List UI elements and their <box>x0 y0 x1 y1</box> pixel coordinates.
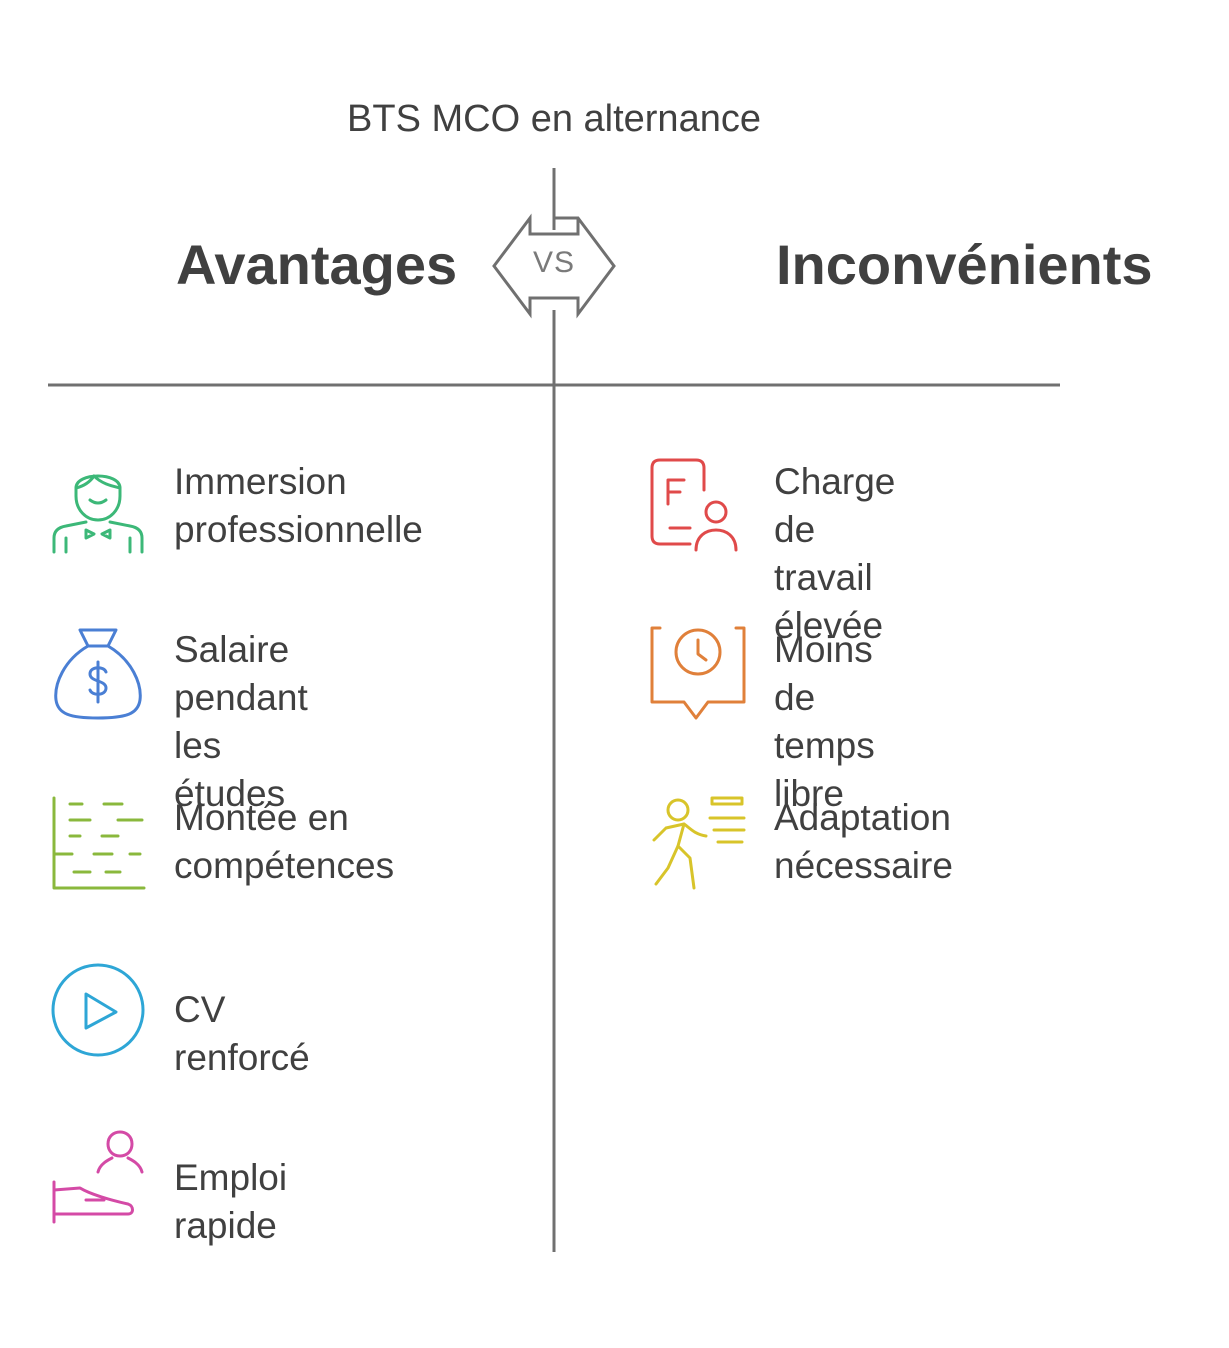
play-button-icon <box>51 963 145 1057</box>
advantage-label: CV renforcé <box>174 989 310 1078</box>
failing-grade-person-icon <box>650 458 738 552</box>
disadvantage-label: Adaptation nécessaire <box>774 797 953 886</box>
waiter-person-icon <box>52 474 144 554</box>
money-bag-icon <box>54 628 142 720</box>
clock-frame-icon <box>650 626 746 720</box>
advantage-label: Emploi rapide <box>174 1157 288 1246</box>
advantage-label: Salaire pendant les études <box>174 629 308 814</box>
vs-label: VS <box>532 246 576 279</box>
diagram-title: BTS MCO en alternance <box>347 98 761 140</box>
growth-steps-icon <box>52 796 146 890</box>
disadvantages-heading: Inconvénients <box>776 233 1153 296</box>
running-person-icon <box>652 796 746 890</box>
vs-double-arrow <box>492 213 616 319</box>
hand-with-person-icon <box>52 1130 144 1224</box>
advantage-label: Immersion professionnelle <box>174 461 423 550</box>
disadvantage-label: Moins de temps libre <box>774 629 875 814</box>
disadvantage-label: Charge de travail élevée <box>774 461 896 646</box>
advantage-label: Montée en compétences <box>174 797 395 886</box>
advantages-heading: Avantages <box>176 233 458 296</box>
